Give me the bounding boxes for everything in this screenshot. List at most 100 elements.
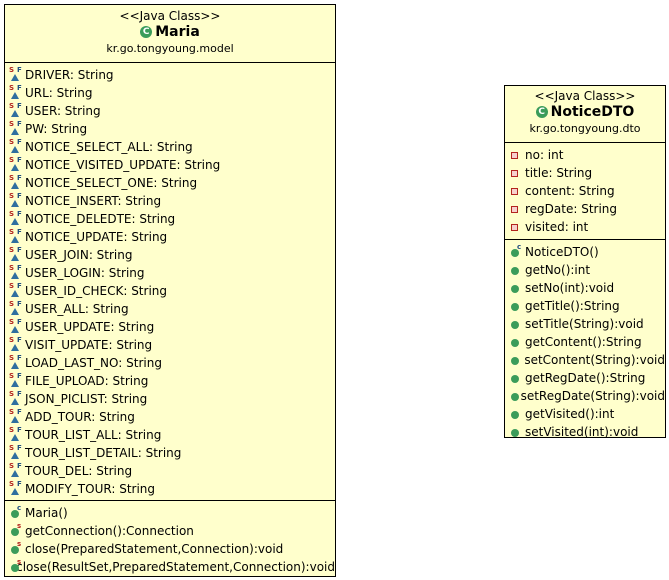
- method-row-label: setContent(String):void: [524, 353, 665, 367]
- field-row-label: JSON_PICLIST: String: [25, 392, 148, 406]
- field-row-label: content: String: [525, 184, 615, 198]
- field-row-label: URL: String: [25, 86, 93, 100]
- method-row[interactable]: setContent(String):void: [505, 351, 665, 369]
- stereotype-label: <<Java Class>>: [119, 9, 221, 23]
- method-row-label: setNo(int):void: [525, 281, 615, 295]
- method-row[interactable]: setTitle(String):void: [505, 315, 665, 333]
- private-field-icon: [511, 223, 518, 231]
- class-icon: C: [140, 26, 153, 38]
- public-method-icon: [509, 425, 523, 439]
- method-row[interactable]: getVisited():int: [505, 405, 665, 423]
- method-row[interactable]: getTitle():String: [505, 297, 665, 315]
- private-field-icon: [511, 151, 518, 159]
- public-method-icon: [509, 299, 523, 313]
- method-row[interactable]: setRegDate(String):void: [505, 387, 665, 405]
- package-name: kr.go.tongyoung.dto: [529, 122, 641, 135]
- class-name: NoticeDTO: [550, 104, 635, 120]
- private-field-icon: [511, 187, 518, 195]
- private-field-icon: [511, 169, 518, 177]
- stereotype-label: <<Java Class>>: [534, 89, 636, 103]
- method-row-label: close(PreparedStatement,Connection):void: [25, 542, 284, 556]
- field-row[interactable]: visited: int: [505, 218, 665, 236]
- field-row[interactable]: title: String: [505, 164, 665, 182]
- package-name: kr.go.tongyoung.model: [106, 42, 234, 55]
- field-row[interactable]: no: int: [505, 146, 665, 164]
- method-row[interactable]: getContent():String: [505, 333, 665, 351]
- field-row-label: USER: String: [25, 104, 101, 118]
- method-row-label: close(ResultSet,PreparedStatement,Connec…: [16, 560, 335, 574]
- field-row[interactable]: regDate: String: [505, 200, 665, 218]
- class-box-noticedto[interactable]: <<Java Class>> C NoticeDTO kr.go.tongyou…: [504, 85, 666, 441]
- method-row-label: getContent():String: [525, 335, 642, 349]
- field-row-label: USER_ALL: String: [25, 302, 129, 316]
- constructor-icon: c: [509, 244, 523, 259]
- field-row-label: visited: int: [525, 220, 589, 234]
- method-row[interactable]: getNo():int: [505, 261, 665, 279]
- field-row-label: NOTICE_VISITED_UPDATE: String: [25, 158, 221, 172]
- class-box-maria[interactable]: <<Java Class>> C Maria kr.go.tongyoung.m…: [4, 4, 336, 577]
- static-method-icon: s: [9, 541, 23, 556]
- method-row-label: setVisited(int):void: [525, 425, 639, 439]
- method-row-label: getVisited():int: [525, 407, 615, 421]
- field-row-label: TOUR_LIST_ALL: String: [25, 428, 162, 442]
- class-header-noticedto: <<Java Class>> C NoticeDTO kr.go.tongyou…: [505, 86, 665, 143]
- class-name: Maria: [155, 24, 200, 40]
- field-row[interactable]: content: String: [505, 182, 665, 200]
- field-row-label: USER_ID_CHECK: String: [25, 284, 168, 298]
- method-row[interactable]: setNo(int):void: [505, 279, 665, 297]
- method-row[interactable]: setVisited(int):void: [505, 423, 665, 441]
- field-row-label: NOTICE_DELEDTE: String: [25, 212, 176, 226]
- private-field-icon: [511, 205, 518, 213]
- field-row-label: DRIVER: String: [25, 68, 114, 82]
- field-row-label: VISIT_UPDATE: String: [25, 338, 153, 352]
- public-method-icon: [509, 335, 523, 349]
- class-name-row: C NoticeDTO: [505, 103, 665, 121]
- method-row[interactable]: getRegDate():String: [505, 369, 665, 387]
